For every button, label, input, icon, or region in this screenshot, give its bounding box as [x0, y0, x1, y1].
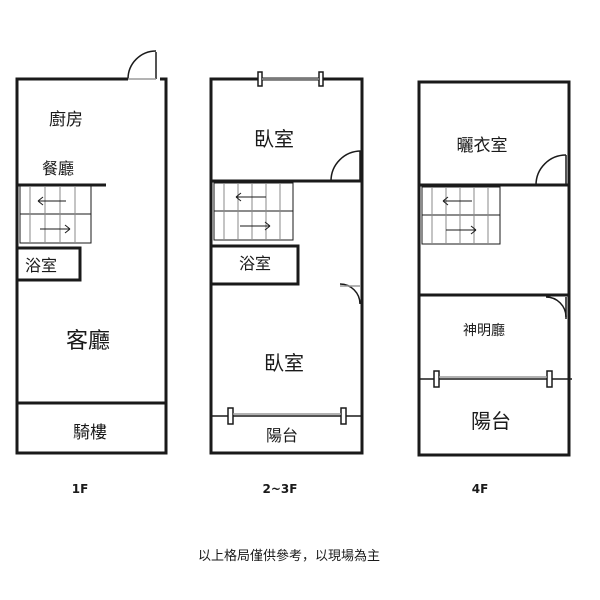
- room-bathroom-1f: 浴室: [25, 256, 57, 275]
- door-1f-entry: [127, 50, 157, 80]
- balcony-railing-2-3f: [211, 407, 362, 425]
- room-bathroom-2-3f: 浴室: [239, 254, 271, 273]
- disclaimer-note: 以上格局僅供參考，以現場為主: [198, 548, 380, 564]
- room-living-1f: 客廳: [66, 329, 110, 354]
- floor-plan-4f: 曬衣室 神明廳 陽台: [417, 80, 572, 457]
- door-bedroom-bottom-2-3f: [339, 283, 361, 305]
- balcony-railing-4f: [419, 370, 572, 388]
- room-bedroom-bottom-2-3f: 臥室: [264, 351, 304, 375]
- door-bedroom-top-2-3f: [330, 150, 362, 182]
- room-dining-1f: 餐廳: [42, 159, 74, 178]
- bathroom-wall-1f: [17, 246, 82, 282]
- outer-wall-1f: [15, 77, 168, 455]
- door-drying-room-4f: [535, 154, 567, 186]
- floor-label-1f: 1F: [72, 482, 89, 496]
- door-shrine-4f: [545, 296, 567, 319]
- room-drying-4f: 曬衣室: [457, 136, 508, 156]
- outer-wall-4f: [417, 80, 571, 457]
- stairs-1f: [19, 185, 92, 244]
- room-kitchen-1f: 廚房: [49, 109, 83, 130]
- room-bedroom-top-2-3f: 臥室: [254, 127, 294, 151]
- room-arcade-1f: 騎樓: [73, 423, 107, 443]
- floor-label-2-3f: 2~3F: [263, 482, 298, 496]
- window-top-2-3f: [257, 71, 324, 87]
- bathroom-wall-2-3f: [211, 244, 300, 286]
- floor-plan-2-3f: 臥室 浴室 臥室 陽台: [209, 71, 364, 455]
- room-balcony-2-3f: 陽台: [266, 426, 298, 445]
- floor-plan-1f: 廚房 餐廳 浴室 客廳 騎樓: [15, 50, 168, 455]
- floor-label-4f: 4F: [472, 482, 489, 496]
- room-balcony-4f: 陽台: [471, 409, 511, 433]
- stairs-4f: [421, 186, 501, 245]
- stairs-2-3f: [213, 182, 294, 241]
- room-shrine-4f: 神明廳: [463, 322, 505, 339]
